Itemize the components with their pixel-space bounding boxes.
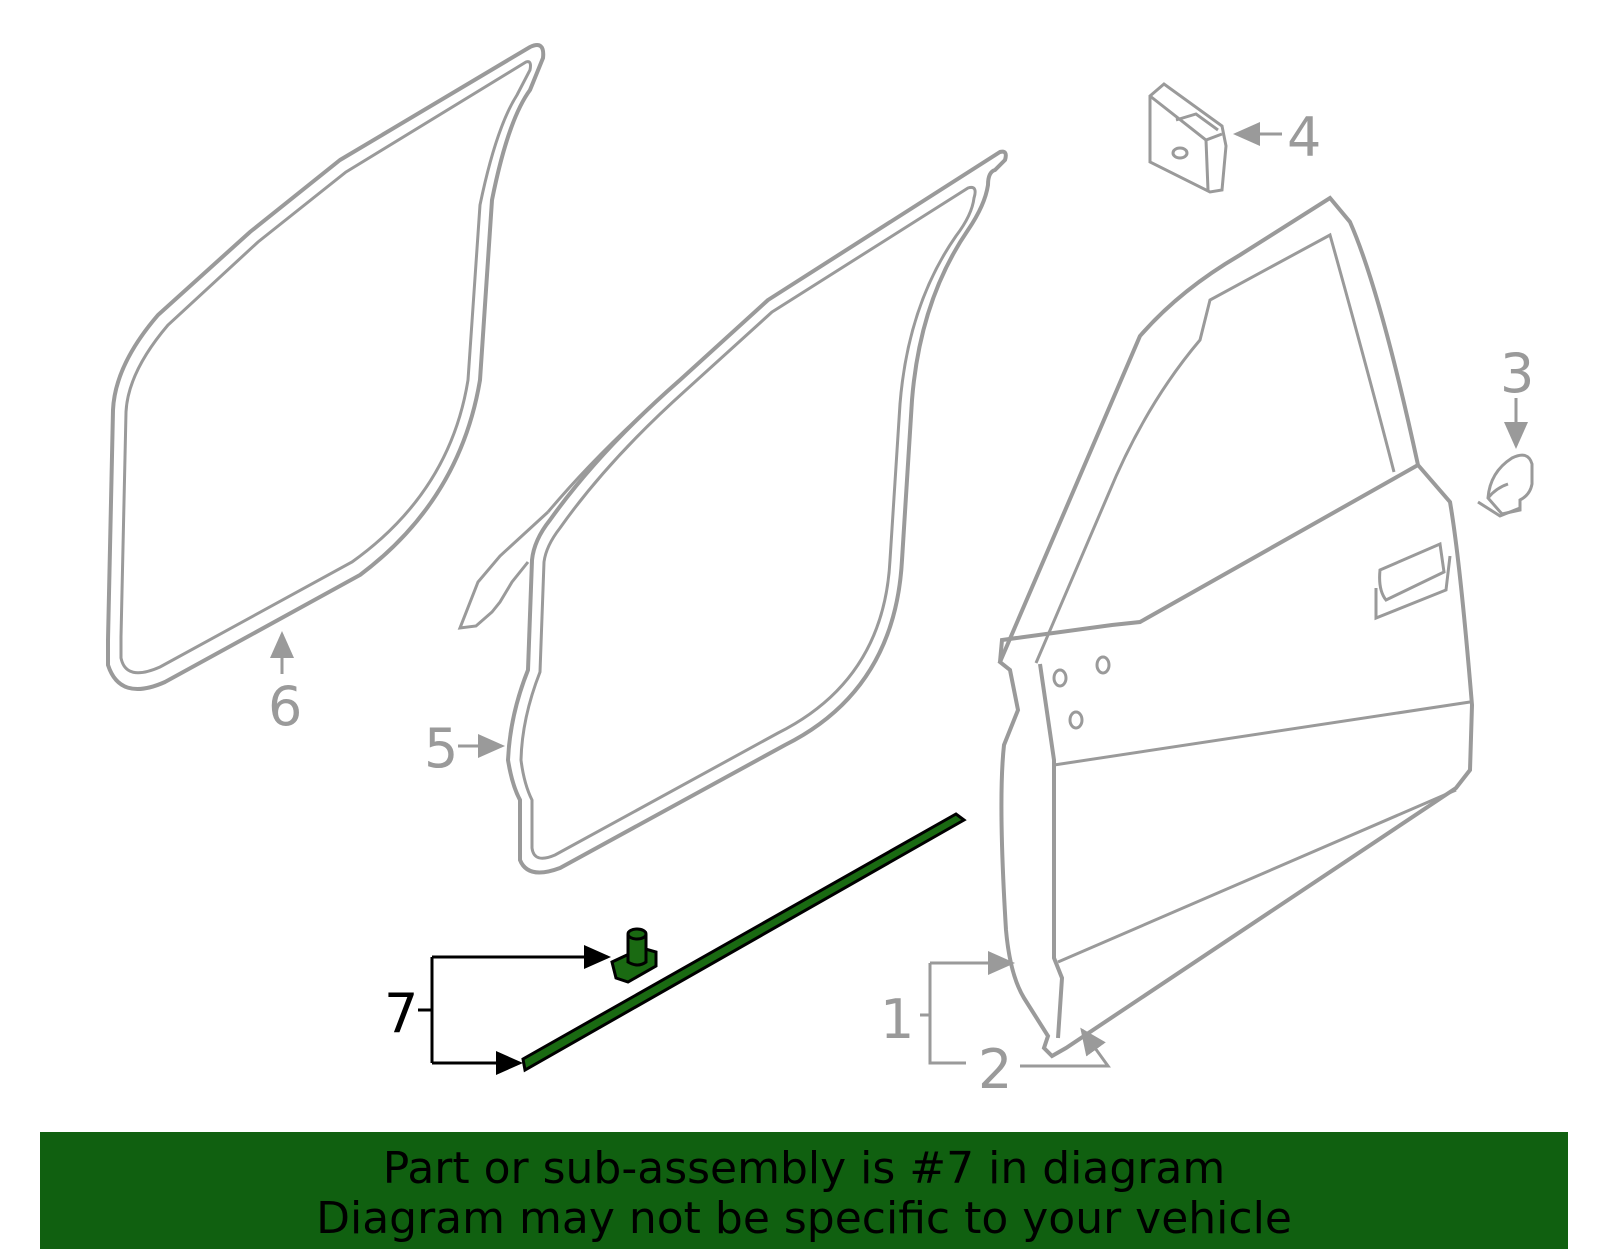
callout-1: 1 bbox=[880, 988, 914, 1051]
weatherstrip-door-part-5 bbox=[457, 149, 1008, 875]
callout-5: 5 bbox=[424, 717, 458, 780]
banner-line-disclaimer: Diagram may not be specific to your vehi… bbox=[316, 1193, 1292, 1244]
clip-part-3 bbox=[1477, 453, 1534, 518]
callout-4: 4 bbox=[1287, 106, 1321, 169]
leader-7-bracket bbox=[418, 957, 434, 1063]
callout-7: 7 bbox=[384, 982, 418, 1045]
leader-lines bbox=[270, 122, 1528, 1075]
leader-1-bracket bbox=[920, 963, 966, 1065]
bracket-part-4 bbox=[1148, 82, 1228, 194]
molding-strip-part-7 bbox=[521, 812, 967, 1073]
weatherstrip-outer-part-6 bbox=[106, 43, 546, 691]
banner-line-part: Part or sub-assembly is #7 in diagram bbox=[382, 1143, 1226, 1194]
callout-3: 3 bbox=[1500, 342, 1534, 405]
leader-2 bbox=[1020, 1027, 1111, 1068]
door-shell-part-1 bbox=[997, 195, 1475, 1059]
info-banner: Part or sub-assembly is #7 in diagram Di… bbox=[40, 1132, 1568, 1249]
callout-6: 6 bbox=[268, 675, 302, 738]
callout-2: 2 bbox=[978, 1038, 1012, 1101]
molding-clip-part-7 bbox=[610, 927, 658, 984]
